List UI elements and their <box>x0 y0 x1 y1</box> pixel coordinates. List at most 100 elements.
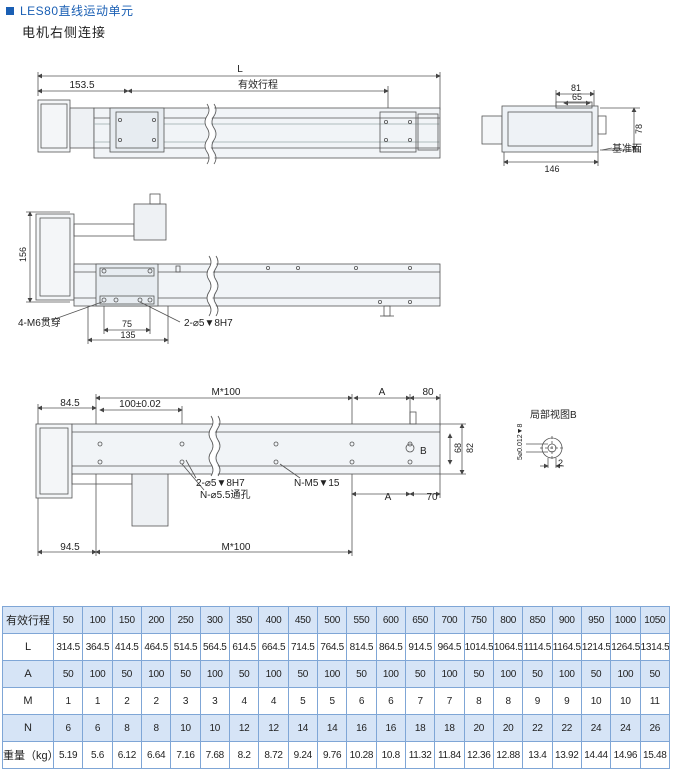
table-cell: 24 <box>610 714 641 742</box>
table-cell: 9.76 <box>316 741 348 769</box>
table-cell: 50 <box>287 660 318 688</box>
table-cell: 50 <box>52 660 84 688</box>
table-cell: 1114.5 <box>522 633 553 661</box>
table-cell: 1 <box>52 687 84 715</box>
table-cell: 100 <box>82 606 113 634</box>
detail-view-b <box>526 436 564 469</box>
table-cell: 150 <box>111 606 142 634</box>
table-cell: 100 <box>316 660 348 688</box>
row-label: A <box>2 660 54 688</box>
stroke-label-top: 有效行程 <box>238 78 278 91</box>
dim-81: 81 <box>571 83 581 93</box>
table-cell: 8.72 <box>258 741 289 769</box>
table-cell: 8 <box>111 714 142 742</box>
table-cell: 100 <box>492 660 524 688</box>
note-pin-side: 2-⌀5▼8H7 <box>184 318 233 329</box>
table-cell: 1014.5 <box>463 633 494 661</box>
table-cell: 950 <box>580 606 612 634</box>
bottom-view <box>35 394 466 556</box>
table-cell: 1064.5 <box>492 633 524 661</box>
dim-5-tol: 5⌀0.012▼8 <box>517 423 524 460</box>
page-subtitle: 电机右侧连接 <box>22 25 107 40</box>
table-cell: 864.5 <box>375 633 406 661</box>
table-cell: 100 <box>140 660 172 688</box>
table-cell: 22 <box>551 714 582 742</box>
table-cell: 6 <box>346 687 377 715</box>
note-m5: N-M5▼15 <box>294 478 340 489</box>
table-cell: 10.28 <box>346 741 377 769</box>
detail-title: 局部视图B <box>530 408 577 421</box>
table-cell: 10.8 <box>375 741 406 769</box>
table-cell: 200 <box>140 606 172 634</box>
table-cell: 6.64 <box>140 741 172 769</box>
table-cell: 50 <box>228 660 260 688</box>
dim-68: 68 <box>453 443 463 453</box>
dim-78: 78 <box>634 124 644 134</box>
table-cell: 1264.5 <box>610 633 641 661</box>
table-cell: 450 <box>287 606 318 634</box>
table-cell: 11.84 <box>434 741 465 769</box>
table-cell: 12.88 <box>492 741 524 769</box>
table-cell: 300 <box>199 606 230 634</box>
dim-75: 75 <box>122 319 132 329</box>
note-pin-bottom: 2-⌀5▼8H7 <box>196 478 245 489</box>
table-cell: 10 <box>610 687 641 715</box>
table-cell: 464.5 <box>140 633 172 661</box>
table-cell: 2 <box>140 687 172 715</box>
table-cell: 26 <box>639 714 671 742</box>
table-cell: 11.32 <box>404 741 436 769</box>
table-cell: 13.4 <box>522 741 553 769</box>
table-cell: 914.5 <box>404 633 436 661</box>
table-cell: 1214.5 <box>580 633 612 661</box>
dim-L: L <box>237 64 243 75</box>
table-cell: 614.5 <box>228 633 260 661</box>
table-cell: 9 <box>551 687 582 715</box>
table-cell: 664.5 <box>258 633 289 661</box>
table-cell: 1314.5 <box>639 633 671 661</box>
table-cell: 50 <box>463 660 494 688</box>
table-cell: 7.68 <box>199 741 230 769</box>
table-cell: 500 <box>316 606 348 634</box>
table-cell: 364.5 <box>82 633 113 661</box>
table-cell: 15.48 <box>639 741 671 769</box>
table-cell: 414.5 <box>111 633 142 661</box>
dim-70: 70 <box>426 492 438 503</box>
table-cell: 100 <box>551 660 582 688</box>
table-cell: 50 <box>522 660 553 688</box>
table-cell: 100 <box>258 660 289 688</box>
table-cell: 514.5 <box>170 633 201 661</box>
table-cell: 16 <box>375 714 406 742</box>
table-cell: 50 <box>580 660 612 688</box>
table-cell: 100 <box>199 660 230 688</box>
table-cell: 8 <box>492 687 524 715</box>
table-cell: 100 <box>434 660 465 688</box>
table-cell: 564.5 <box>199 633 230 661</box>
table-cell: 3 <box>170 687 201 715</box>
table-cell: 314.5 <box>52 633 84 661</box>
table-cell: 8 <box>140 714 172 742</box>
table-cell: 16 <box>346 714 377 742</box>
table-cell: 11 <box>639 687 671 715</box>
table-cell: 9.24 <box>287 741 318 769</box>
table-cell: 8 <box>463 687 494 715</box>
dim-80: 80 <box>422 387 434 398</box>
table-cell: 50 <box>52 606 84 634</box>
table-cell: 4 <box>258 687 289 715</box>
table-cell: 5 <box>287 687 318 715</box>
table-cell: 12.36 <box>463 741 494 769</box>
table-cell: 9 <box>522 687 553 715</box>
table-cell: 2 <box>111 687 142 715</box>
table-cell: 50 <box>111 660 142 688</box>
table-cell: 550 <box>346 606 377 634</box>
dim-m100-bottom: M*100 <box>222 542 251 553</box>
title-row: LES80直线运动单元 <box>6 2 134 19</box>
table-cell: 1000 <box>610 606 641 634</box>
end-view <box>481 90 640 166</box>
table-cell: 964.5 <box>434 633 465 661</box>
table-cell: 5.6 <box>82 741 113 769</box>
